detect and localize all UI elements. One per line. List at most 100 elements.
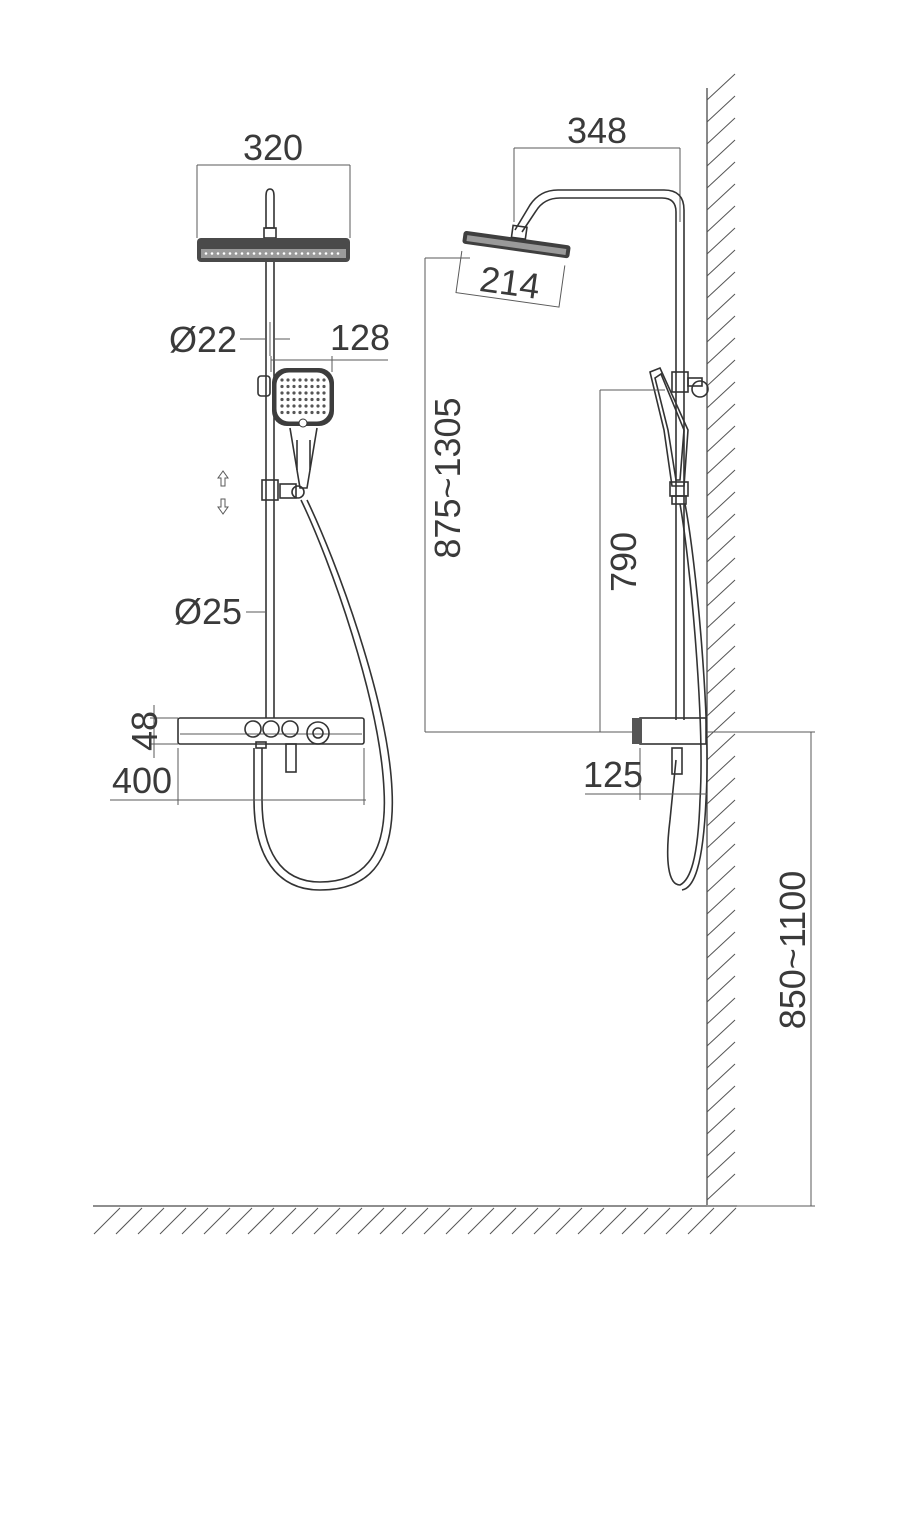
nozzle-dot bbox=[294, 252, 298, 255]
hatch-line bbox=[687, 1207, 715, 1235]
hatch-line bbox=[489, 1207, 517, 1235]
hatch-line bbox=[706, 117, 736, 145]
nozzle-dot bbox=[234, 252, 238, 255]
hatch-line bbox=[706, 821, 736, 849]
rain-mode-icon bbox=[244, 720, 262, 738]
hatch-line bbox=[93, 1207, 121, 1235]
dim-rod-lower: Ø25 bbox=[174, 591, 266, 632]
nozzle-dot bbox=[310, 384, 314, 389]
nozzle-dot bbox=[210, 252, 214, 255]
nozzle-dot bbox=[312, 252, 316, 255]
hatch-line bbox=[706, 557, 736, 585]
label-shelf-depth: 125 bbox=[583, 754, 643, 795]
hatch-line bbox=[181, 1207, 209, 1235]
nozzle-dot bbox=[298, 378, 302, 382]
label-head-depth: 214 bbox=[477, 258, 542, 307]
hatch-line bbox=[706, 513, 736, 541]
hatch-line bbox=[706, 337, 736, 365]
nozzle-dot bbox=[316, 410, 320, 415]
hatch-line bbox=[706, 733, 736, 761]
nozzle-dot bbox=[298, 397, 302, 402]
hatch-line bbox=[706, 73, 736, 101]
up-down-arrows-icon bbox=[217, 470, 229, 515]
nozzle-dot bbox=[292, 404, 296, 408]
hatch-line bbox=[621, 1207, 649, 1235]
hatch-line bbox=[706, 161, 736, 189]
nozzle-dot bbox=[304, 391, 308, 395]
hatch-line bbox=[706, 271, 736, 299]
nozzle-dot bbox=[286, 378, 290, 382]
label-head-height-range: 875~1305 bbox=[427, 397, 468, 558]
temperature-knob-icon bbox=[306, 721, 330, 745]
handshower-mode-icon bbox=[262, 720, 280, 738]
nozzle-dot bbox=[292, 384, 296, 389]
hatch-line bbox=[706, 601, 736, 629]
rain-head-side bbox=[462, 224, 571, 259]
hatch-line bbox=[706, 689, 736, 717]
label-mount-height-range: 850~1100 bbox=[772, 871, 813, 1030]
nozzle-dot bbox=[252, 252, 256, 255]
nozzle-dot bbox=[306, 252, 310, 255]
hose-side-inner bbox=[681, 503, 708, 891]
nozzle-dot bbox=[318, 252, 322, 255]
hatch-line bbox=[706, 997, 736, 1025]
nozzle-dot bbox=[292, 397, 296, 402]
overhead-arm bbox=[514, 189, 685, 720]
hatch-line bbox=[706, 293, 736, 321]
dim-head-height: 875~1305 bbox=[424, 257, 640, 733]
hatch-line bbox=[467, 1207, 495, 1235]
nozzle-dot bbox=[292, 378, 296, 382]
nozzle-dot bbox=[316, 384, 320, 389]
hatch-line bbox=[247, 1207, 275, 1235]
nozzle-dot bbox=[310, 410, 314, 415]
hatch-line bbox=[225, 1207, 253, 1235]
nozzle-dot bbox=[280, 397, 284, 402]
rain-head-front bbox=[197, 238, 350, 262]
hatch-line bbox=[706, 579, 736, 607]
nozzle-dot bbox=[310, 397, 314, 402]
hatch-line bbox=[706, 1019, 736, 1047]
hatch-line bbox=[706, 227, 736, 255]
nozzle-dot bbox=[276, 252, 280, 255]
hatch-line bbox=[706, 205, 736, 233]
handshower-side bbox=[649, 366, 689, 505]
hatch-line bbox=[706, 491, 736, 519]
hatch-line bbox=[706, 1085, 736, 1113]
label-holder-height: 790 bbox=[603, 532, 644, 592]
side-view: 348 214 875~1305 bbox=[424, 110, 815, 1207]
label-handshower-width: 128 bbox=[330, 317, 390, 358]
nozzle-dot bbox=[336, 252, 340, 255]
hatch-line bbox=[401, 1207, 429, 1235]
dim-handshower-width: 128 bbox=[270, 317, 390, 372]
nozzle-dot bbox=[280, 384, 284, 389]
nozzle-dot bbox=[310, 378, 314, 382]
rod bbox=[265, 262, 275, 718]
nozzle-dot bbox=[322, 404, 326, 408]
dim-mount-height: 850~1100 bbox=[707, 731, 815, 1207]
hose-front bbox=[261, 499, 386, 883]
nozzle-pattern bbox=[204, 252, 340, 255]
hatch-line bbox=[706, 95, 736, 123]
hatch-line bbox=[423, 1207, 451, 1235]
nozzle-dot bbox=[330, 252, 334, 255]
nozzle-dot bbox=[300, 252, 304, 255]
nozzle-dot bbox=[304, 404, 308, 408]
hatch-line bbox=[313, 1207, 341, 1235]
hatch-line bbox=[706, 425, 736, 453]
nozzle-dot bbox=[324, 252, 328, 255]
hatch-line bbox=[291, 1207, 319, 1235]
hatch-line bbox=[706, 381, 736, 409]
nozzle-dot bbox=[280, 391, 284, 395]
hatch-line bbox=[335, 1207, 363, 1235]
hatch-line bbox=[577, 1207, 605, 1235]
hatch-line bbox=[706, 1173, 736, 1201]
nozzle-dot bbox=[304, 384, 308, 389]
dim-rod-upper: Ø22 bbox=[169, 319, 290, 360]
nozzle-dot bbox=[292, 410, 296, 415]
nozzle-dot bbox=[280, 378, 284, 382]
hatch-line bbox=[706, 887, 736, 915]
hatch-line bbox=[706, 909, 736, 937]
nozzle-dot bbox=[204, 252, 208, 255]
hatch-line bbox=[706, 1107, 736, 1135]
